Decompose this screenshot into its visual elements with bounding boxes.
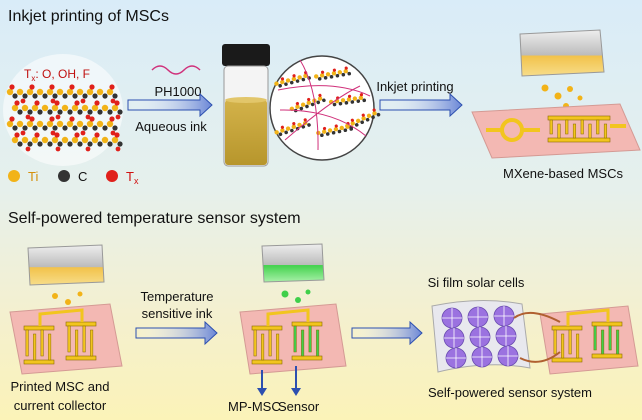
arrow-assembly [351,320,423,346]
dispersed-flakes [269,55,381,161]
step1-caption-line2: current collector [14,398,107,413]
mxene-formula: Tx: O, OH, F [24,67,90,83]
ti-atom-icon [8,170,20,182]
arrow-temperature: Temperature sensitive ink [135,289,218,346]
ink-vial [222,44,270,167]
section1-title: Inkjet printing of MSCs [8,8,169,25]
section2-title: Self-powered temperature sensor system [8,210,301,227]
arrow-ph1000: PH1000 Aqueous ink [127,65,213,134]
arrow3-line1: Temperature [141,289,214,304]
step2-label-msc: MP-MSC [228,399,281,414]
device1-caption: MXene-based MSCs [503,166,623,181]
arrow1-bottom-label: Aqueous ink [135,119,207,134]
legend-ti: Ti [28,169,38,184]
mxene-structure: Tx: O, OH, F [3,54,123,166]
step1-caption-line1: Printed MSC and [11,379,110,394]
printhead-3 [261,243,325,303]
arrow3-line2: sensitive ink [142,306,213,321]
step3-caption: Self-powered sensor system [428,385,592,400]
solar-cell-film [431,299,531,373]
step2-label-sensor: Sensor [278,399,320,414]
arrow1-top-label: PH1000 [155,84,202,99]
mxene-msc-device [471,103,641,159]
step3-device [513,305,639,375]
legend-c: C [78,169,87,184]
legend-tx: Tx [126,169,139,186]
step2-device [239,303,347,396]
tx-atom-icon [106,170,118,182]
atom-legend: Ti C Tx [8,169,139,186]
printhead-2 [27,244,105,305]
step1-device [9,303,123,375]
c-atom-icon [58,170,70,182]
solar-label: Si film solar cells [428,275,525,290]
pedot-chain-icon [151,65,201,75]
arrow-inkjet: Inkjet printing [376,79,463,118]
arrow2-label: Inkjet printing [376,79,453,94]
printhead-1 [519,29,605,109]
